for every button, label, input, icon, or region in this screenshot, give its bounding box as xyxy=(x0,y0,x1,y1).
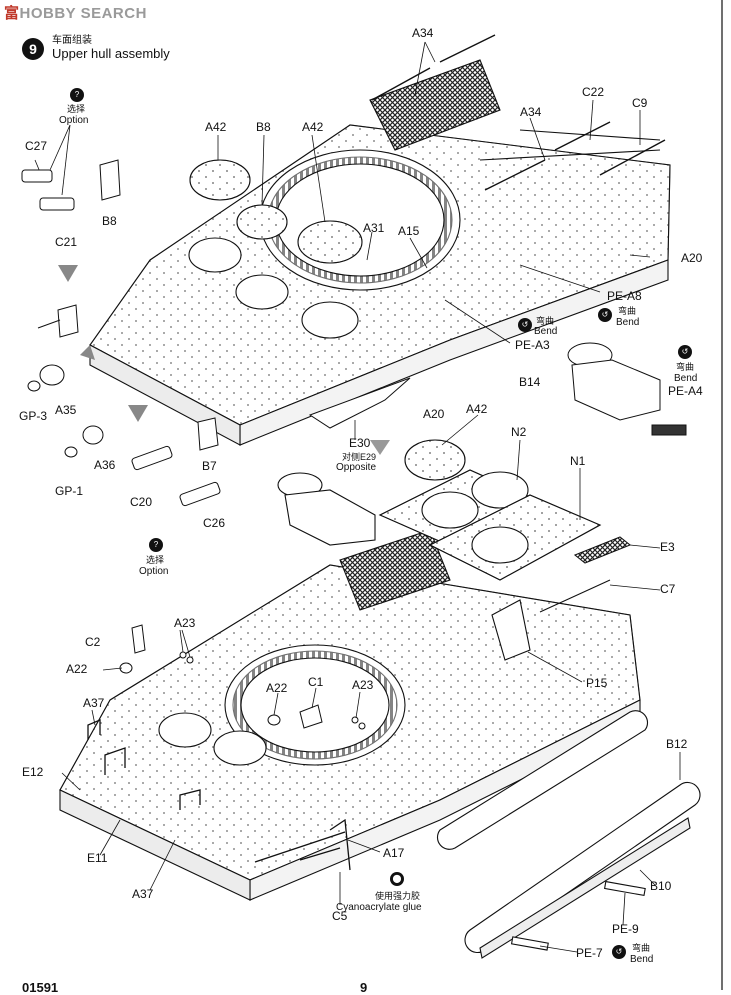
part-label: B8 xyxy=(102,214,117,228)
bend-icon: ↺ xyxy=(518,318,532,332)
step-number-badge: 9 xyxy=(22,38,44,60)
part-label: C27 xyxy=(25,139,48,153)
glue-note-cn: 使用强力胶 xyxy=(375,891,421,901)
bend-note-cn: 弯曲 xyxy=(632,943,651,953)
part-label: A22 xyxy=(66,662,88,676)
page-code: 01591 xyxy=(22,980,59,995)
bend-note-en: Bend xyxy=(616,317,640,328)
bend-note-en: Bend xyxy=(674,373,698,384)
part-label: C20 xyxy=(130,495,153,509)
bend-icon: ↺ xyxy=(598,308,612,322)
part-label: A20 xyxy=(423,407,445,421)
part-label: PE-A8 xyxy=(607,289,642,303)
option-note-cn: 选择 xyxy=(67,104,86,114)
part-label: N1 xyxy=(570,454,586,468)
part-label: E30 xyxy=(349,436,371,450)
part-label: A23 xyxy=(174,616,196,630)
part-label: E3 xyxy=(660,540,675,554)
bend-note-cn: 弯曲 xyxy=(618,306,637,316)
option-icon: ? xyxy=(149,538,163,552)
part-label: C2 xyxy=(85,635,101,649)
part-label: A15 xyxy=(398,224,420,238)
part-label: B8 xyxy=(256,120,271,134)
part-label: A17 xyxy=(383,846,405,860)
part-label: A42 xyxy=(302,120,324,134)
step-title-cn: 车面组装 xyxy=(52,35,92,46)
bend-icon: ↺ xyxy=(678,345,692,359)
bend-note-en: Bend xyxy=(534,326,558,337)
part-label: GP-3 xyxy=(19,409,48,423)
glue-note-en: Cyanoacrylate glue xyxy=(336,902,422,913)
part-label: A31 xyxy=(363,221,385,235)
part-label: C5 xyxy=(332,909,348,923)
part-label: A23 xyxy=(352,678,374,692)
part-label: A36 xyxy=(94,458,116,472)
part-label: C7 xyxy=(660,582,676,596)
step-title-en: Upper hull assembly xyxy=(52,46,170,61)
part-label: C9 xyxy=(632,96,648,110)
bend-note-cn: 弯曲 xyxy=(536,316,555,326)
part-label: P15 xyxy=(586,676,608,690)
bend-icon: ↺ xyxy=(612,945,626,959)
part-label: C26 xyxy=(203,516,226,530)
part-label: C21 xyxy=(55,235,78,249)
part-label: E11 xyxy=(87,851,108,865)
part-label: A42 xyxy=(205,120,227,134)
part-label: N2 xyxy=(511,425,527,439)
opposite-note-cn: 对侧E29 xyxy=(342,452,377,462)
part-label: PE-A3 xyxy=(515,338,550,352)
part-label: A37 xyxy=(83,696,105,710)
part-label: B12 xyxy=(666,737,688,751)
option-note-en: Option xyxy=(139,566,169,577)
bend-note-cn: 弯曲 xyxy=(676,362,695,372)
option-icon: ? xyxy=(70,88,84,102)
glue-icon: ⬤ xyxy=(390,872,404,886)
part-label: A22 xyxy=(266,681,288,695)
part-label: C22 xyxy=(582,85,605,99)
part-label: B10 xyxy=(650,879,672,893)
part-label: PE-9 xyxy=(612,922,639,936)
part-label: B14 xyxy=(519,375,541,389)
page-number: 9 xyxy=(360,980,368,995)
part-label: A34 xyxy=(412,26,434,40)
opposite-note-en: Opposite xyxy=(336,462,377,473)
part-label: PE-A4 xyxy=(668,384,703,398)
part-label: A34 xyxy=(520,105,542,119)
part-label: A42 xyxy=(466,402,488,416)
watermark-logo: 富HOBBY SEARCH xyxy=(4,5,147,22)
option-note-en: Option xyxy=(59,115,89,126)
part-label: PE-7 xyxy=(576,946,603,960)
part-label: C1 xyxy=(308,675,324,689)
part-label: A37 xyxy=(132,887,154,901)
option-note-cn: 选择 xyxy=(146,555,165,565)
part-label: A35 xyxy=(55,403,77,417)
bend-note-en: Bend xyxy=(630,954,654,965)
part-label: A20 xyxy=(681,251,703,265)
lower-hull xyxy=(59,529,641,901)
part-label: GP-1 xyxy=(55,484,84,498)
part-label: E12 xyxy=(22,765,44,779)
part-label: B7 xyxy=(202,459,217,473)
